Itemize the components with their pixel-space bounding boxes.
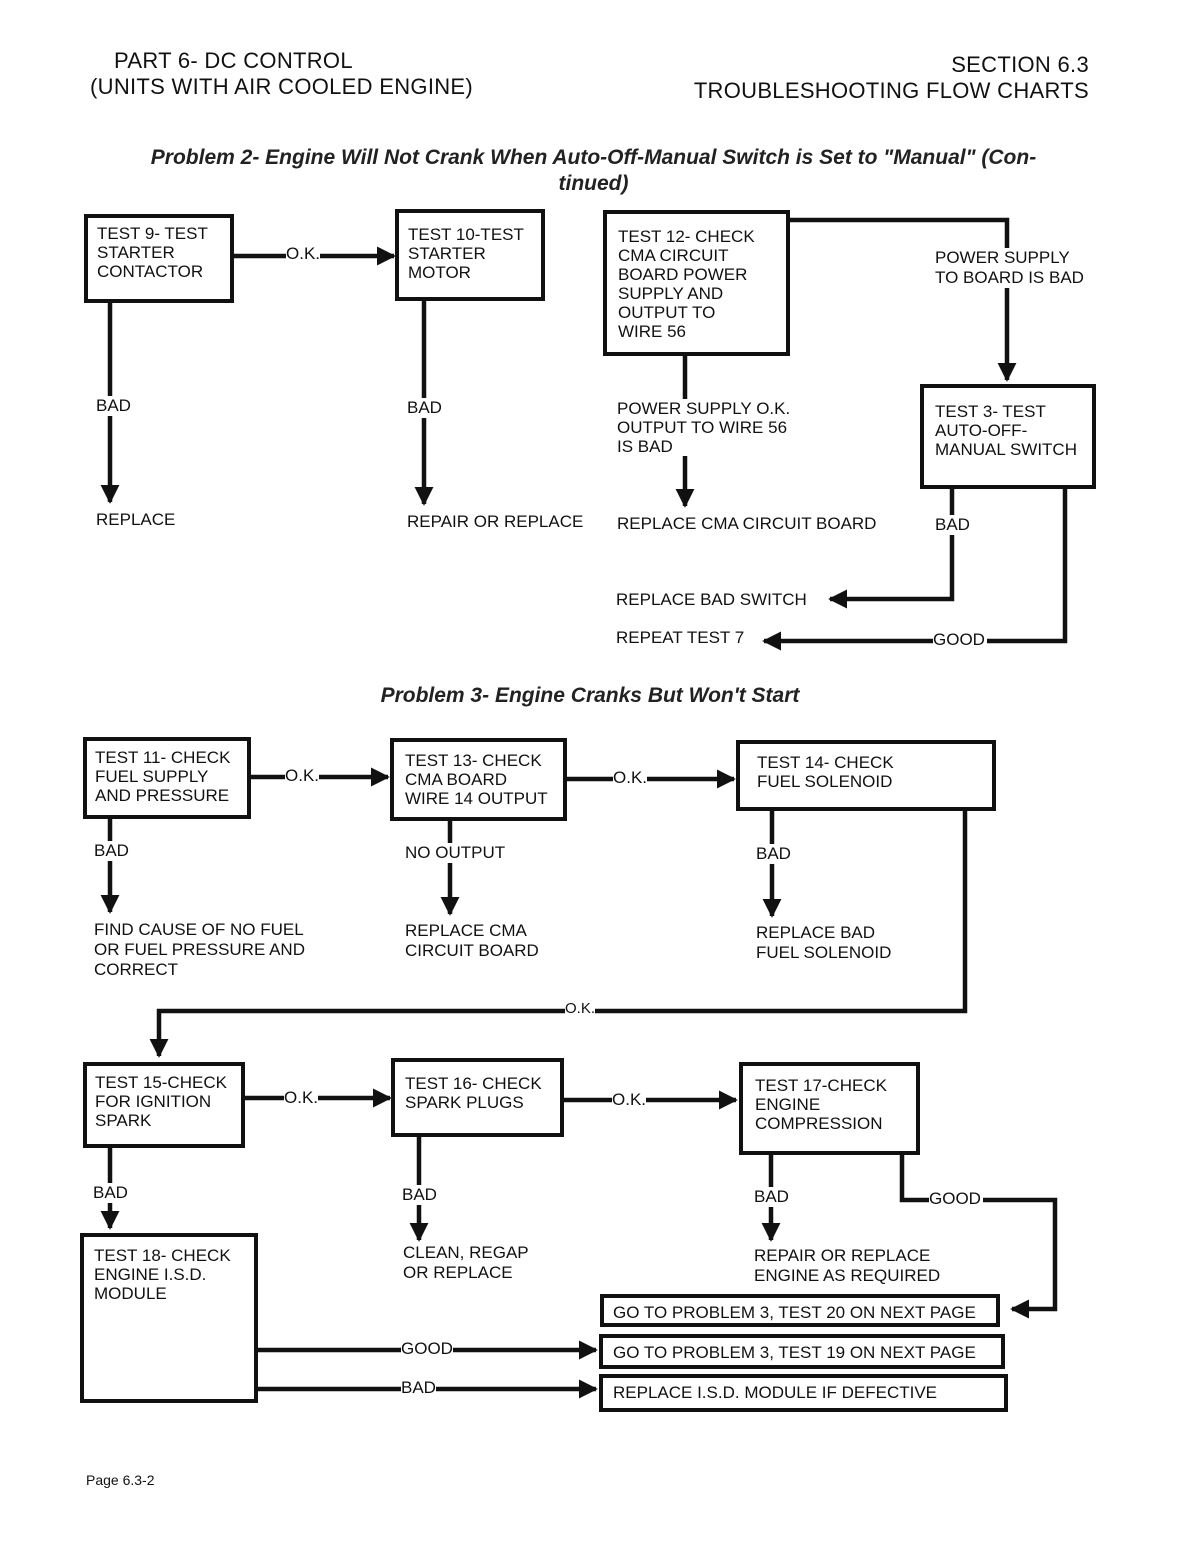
repair-engine-label: REPAIR OR REPLACE ENGINE AS REQUIRED (754, 1246, 941, 1285)
test11-box: TEST 11- CHECK FUEL SUPPLY AND PRESSURE (83, 737, 251, 819)
ok-label-15-16: O.K. (284, 1088, 319, 1108)
replace-switch-label: REPLACE BAD SWITCH (616, 590, 807, 609)
test9-label: TEST 9- TEST STARTER CONTACTOR (97, 224, 208, 281)
test14-box: TEST 14- CHECK FUEL SOLENOID (736, 740, 996, 811)
test12-label: TEST 12- CHECK CMA CIRCUIT BOARD POWER S… (618, 227, 755, 341)
bad-label-16: BAD (402, 1185, 437, 1205)
repair-motor-label: REPAIR OR REPLACE (407, 512, 584, 531)
power-supply-bad-label: POWER SUPPLY TO BOARD IS BAD (935, 248, 1084, 288)
test18-box: TEST 18- CHECK ENGINE I.S.D. MODULE (80, 1233, 258, 1403)
power-supply-ok-label: POWER SUPPLY O.K. OUTPUT TO WIRE 56 IS B… (617, 399, 791, 456)
test10-box: TEST 10-TEST STARTER MOTOR (395, 209, 545, 301)
section-title: TROUBLESHOOTING FLOW CHARTS (693, 78, 1089, 103)
no-output-label-13: NO OUTPUT (405, 843, 506, 863)
good-label-17: GOOD (929, 1189, 983, 1209)
test13-box: TEST 13- CHECK CMA BOARD WIRE 14 OUTPUT (390, 738, 567, 821)
connector-ok-14-15 (149, 810, 968, 1058)
goto-test20-box: GO TO PROBLEM 3, TEST 20 ON NEXT PAGE (600, 1294, 1000, 1327)
section-number: SECTION 6.3 (951, 52, 1089, 77)
test9-box: TEST 9- TEST STARTER CONTACTOR (84, 214, 234, 303)
test13-label: TEST 13- CHECK CMA BOARD WIRE 14 OUTPUT (405, 751, 548, 808)
bad-label-9: BAD (96, 396, 131, 416)
section-header-left: PART 6- DC CONTROL (UNITS WITH AIR COOLE… (90, 48, 473, 100)
bad-label-11: BAD (94, 841, 129, 861)
problem2-title: Problem 2- Engine Will Not Crank When Au… (150, 146, 1037, 195)
replace-solenoid-label: REPLACE BAD FUEL SOLENOID (756, 923, 892, 962)
test15-box: TEST 15-CHECK FOR IGNITION SPARK (83, 1062, 245, 1148)
test12-box: TEST 12- CHECK CMA CIRCUIT BOARD POWER S… (603, 210, 790, 356)
bad-label-3: BAD (935, 515, 970, 535)
good-label-3: GOOD (933, 630, 987, 650)
connector-power-bad (789, 217, 1017, 382)
replace-isd-box: REPLACE I.S.D. MODULE IF DEFECTIVE (599, 1374, 1008, 1412)
repeat-test7-label: REPEAT TEST 7 (616, 628, 745, 647)
goto-test20-label: GO TO PROBLEM 3, TEST 20 ON NEXT PAGE (613, 1303, 976, 1322)
bad-label-15: BAD (93, 1183, 128, 1203)
replace-cma-board-label: REPLACE CMA CIRCUIT BOARD (617, 514, 877, 533)
ok-label-9-10: O.K. (286, 244, 321, 264)
goto-test19-label: GO TO PROBLEM 3, TEST 19 ON NEXT PAGE (613, 1343, 976, 1362)
find-cause-label: FIND CAUSE OF NO FUEL OR FUEL PRESSURE A… (94, 920, 305, 979)
clean-regap-label: CLEAN, REGAP OR REPLACE (403, 1243, 529, 1282)
replace-contactor-label: REPLACE (96, 510, 176, 529)
replace-isd-label: REPLACE I.S.D. MODULE IF DEFECTIVE (613, 1383, 938, 1402)
ok-label-13-14: O.K. (613, 768, 648, 788)
ok-label-11-13: O.K. (285, 766, 320, 786)
good-label-18: GOOD (401, 1339, 453, 1359)
connector-good-17 (899, 1154, 1058, 1319)
test17-label: TEST 17-CHECK ENGINE COMPRESSION (755, 1076, 887, 1133)
ok-label-16-17: O.K. (612, 1090, 647, 1110)
test15-label: TEST 15-CHECK FOR IGNITION SPARK (95, 1073, 227, 1130)
bad-label-14: BAD (756, 844, 791, 864)
bad-label-17: BAD (754, 1187, 789, 1207)
test18-label: TEST 18- CHECK ENGINE I.S.D. MODULE (94, 1246, 231, 1303)
part-title: PART 6- DC CONTROL (114, 48, 353, 73)
test3-label: TEST 3- TEST AUTO-OFF- MANUAL SWITCH (935, 402, 1077, 459)
test3-box: TEST 3- TEST AUTO-OFF- MANUAL SWITCH (920, 384, 1096, 489)
bad-label-18: BAD (401, 1378, 436, 1398)
ok-label-14-15: O.K. (565, 999, 596, 1019)
goto-test19-box: GO TO PROBLEM 3, TEST 19 ON NEXT PAGE (599, 1334, 1005, 1369)
test16-box: TEST 16- CHECK SPARK PLUGS (391, 1058, 564, 1137)
connector-good-3 (762, 488, 1068, 651)
part-subtitle: (UNITS WITH AIR COOLED ENGINE) (90, 74, 474, 99)
replace-cma-board-label-2: REPLACE CMA CIRCUIT BOARD (405, 921, 539, 960)
test14-label: TEST 14- CHECK FUEL SOLENOID (757, 753, 894, 791)
page-number: Page 6.3-2 (86, 1472, 155, 1488)
test17-box: TEST 17-CHECK ENGINE COMPRESSION (739, 1062, 920, 1155)
connector-bad-3 (828, 488, 955, 609)
section-header-right: SECTION 6.3 TROUBLESHOOTING FLOW CHARTS (694, 52, 1089, 104)
test10-label: TEST 10-TEST STARTER MOTOR (408, 225, 524, 282)
test16-label: TEST 16- CHECK SPARK PLUGS (405, 1074, 542, 1112)
bad-label-10: BAD (407, 398, 442, 418)
problem3-title: Problem 3- Engine Cranks But Won't Start (380, 684, 800, 707)
test11-label: TEST 11- CHECK FUEL SUPPLY AND PRESSURE (95, 748, 231, 805)
